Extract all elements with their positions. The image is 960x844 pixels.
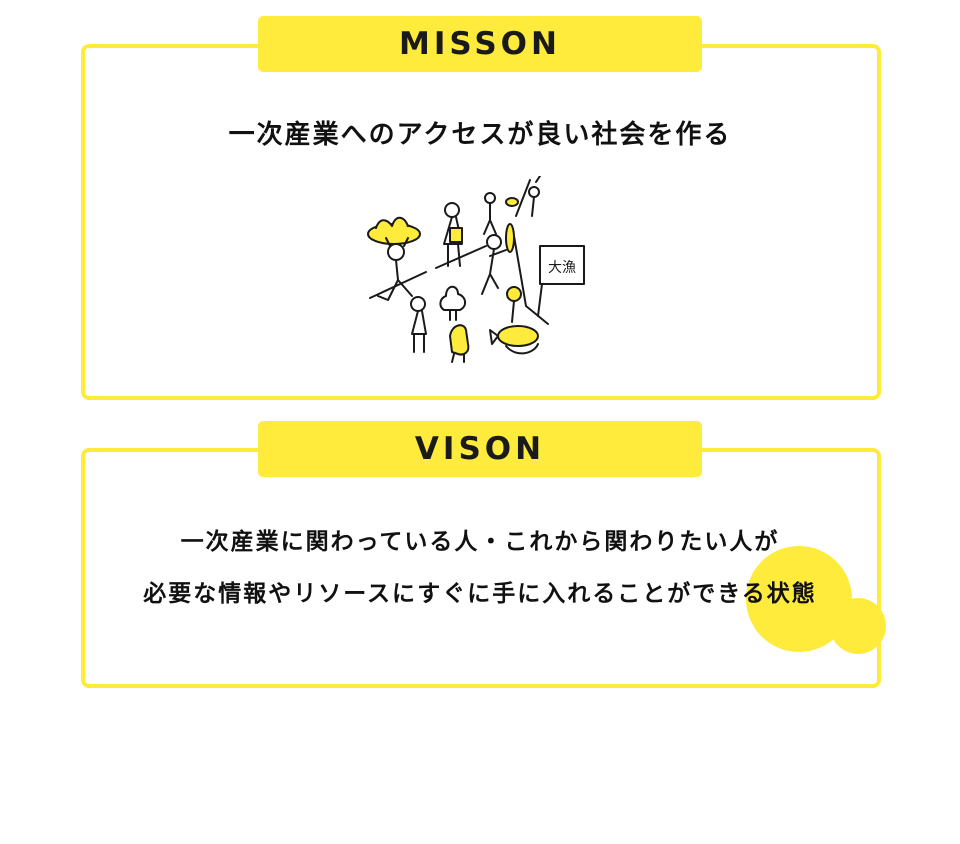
market-crowd-illustration: 大漁 [367,176,585,363]
mission-heading: MISSON [258,16,702,72]
vision-statement-line-1: 一次産業に関わっている人・これから関わりたい人が [180,529,780,555]
mission-statement: 一次産業へのアクセスが良い社会を作る [228,120,732,150]
sign-text: 大漁 [548,260,576,276]
decorative-circle-small [830,598,886,654]
vision-heading: VISON [258,421,702,477]
mission-card [81,44,881,400]
vision-statement-line-2: 必要な情報やリソースにすぐに手に入れることができる状態 [143,581,817,607]
vision-card [81,448,881,688]
